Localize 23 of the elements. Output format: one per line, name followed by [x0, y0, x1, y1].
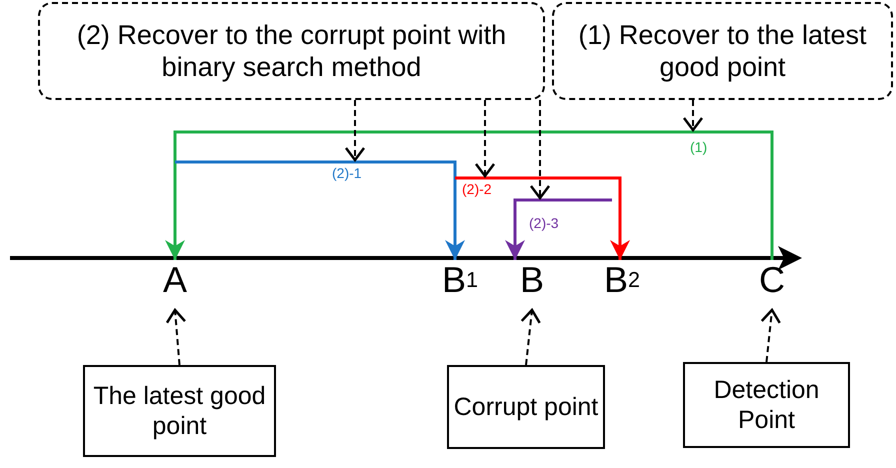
arrow	[454, 176, 630, 260]
arrow	[165, 130, 774, 260]
text-box: Detection Point	[683, 362, 850, 448]
dashed-callout-box: (1) Recover to the latest good point	[552, 2, 893, 100]
edge-label: (2)-3	[527, 216, 561, 231]
text-box: The latest good point	[83, 365, 276, 457]
edge-label: (2)-2	[460, 182, 494, 197]
dashed-arrow	[474, 100, 496, 178]
edge-label: (2)-1	[330, 166, 364, 181]
arrow	[505, 198, 614, 260]
dashed-arrow	[166, 308, 186, 366]
dashed-arrow	[682, 100, 704, 132]
dashed-arrow	[760, 308, 781, 362]
point-label: B	[510, 260, 554, 310]
point-label: A	[150, 260, 200, 310]
edge-label: (1)	[688, 140, 710, 155]
dashed-arrow	[520, 308, 541, 366]
dashed-arrow	[344, 100, 366, 162]
point-label: C	[750, 260, 794, 310]
arrow	[174, 160, 465, 260]
dashed-callout-box: (2) Recover to the corrupt point with binary search method	[38, 2, 545, 100]
text-box: Corrupt point	[447, 365, 605, 449]
dashed-arrow	[530, 100, 550, 200]
